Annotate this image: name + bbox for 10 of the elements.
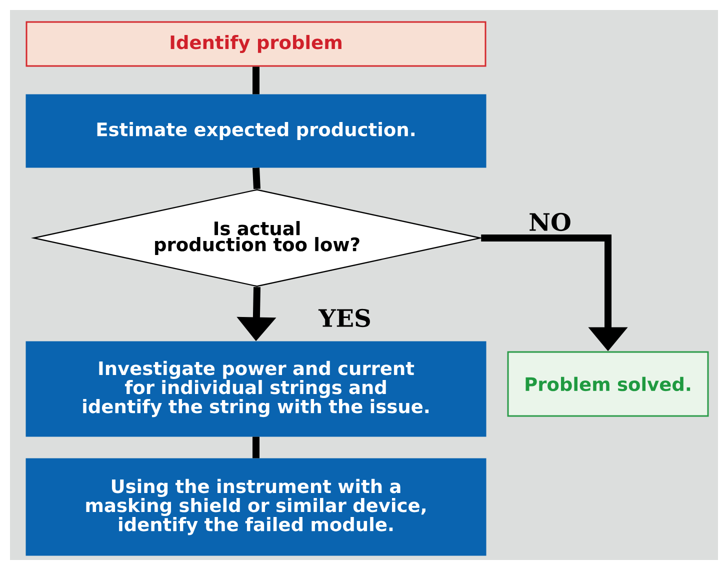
connector-line <box>252 168 260 190</box>
edge-label: NO <box>530 212 570 232</box>
start-box: Identify problem <box>26 21 486 67</box>
end-box: Problem solved. <box>507 351 709 417</box>
process-box: Estimate expected production. <box>26 94 486 168</box>
edge-label: YES <box>318 308 370 328</box>
connector-line <box>252 436 260 458</box>
process-box: Using the instrument with a masking shield or similar device, identify the failed module. <box>26 458 486 556</box>
process-box: Investigate power and current for individual strings and identify the string with the issue. <box>26 341 486 437</box>
connector-line <box>252 66 260 94</box>
